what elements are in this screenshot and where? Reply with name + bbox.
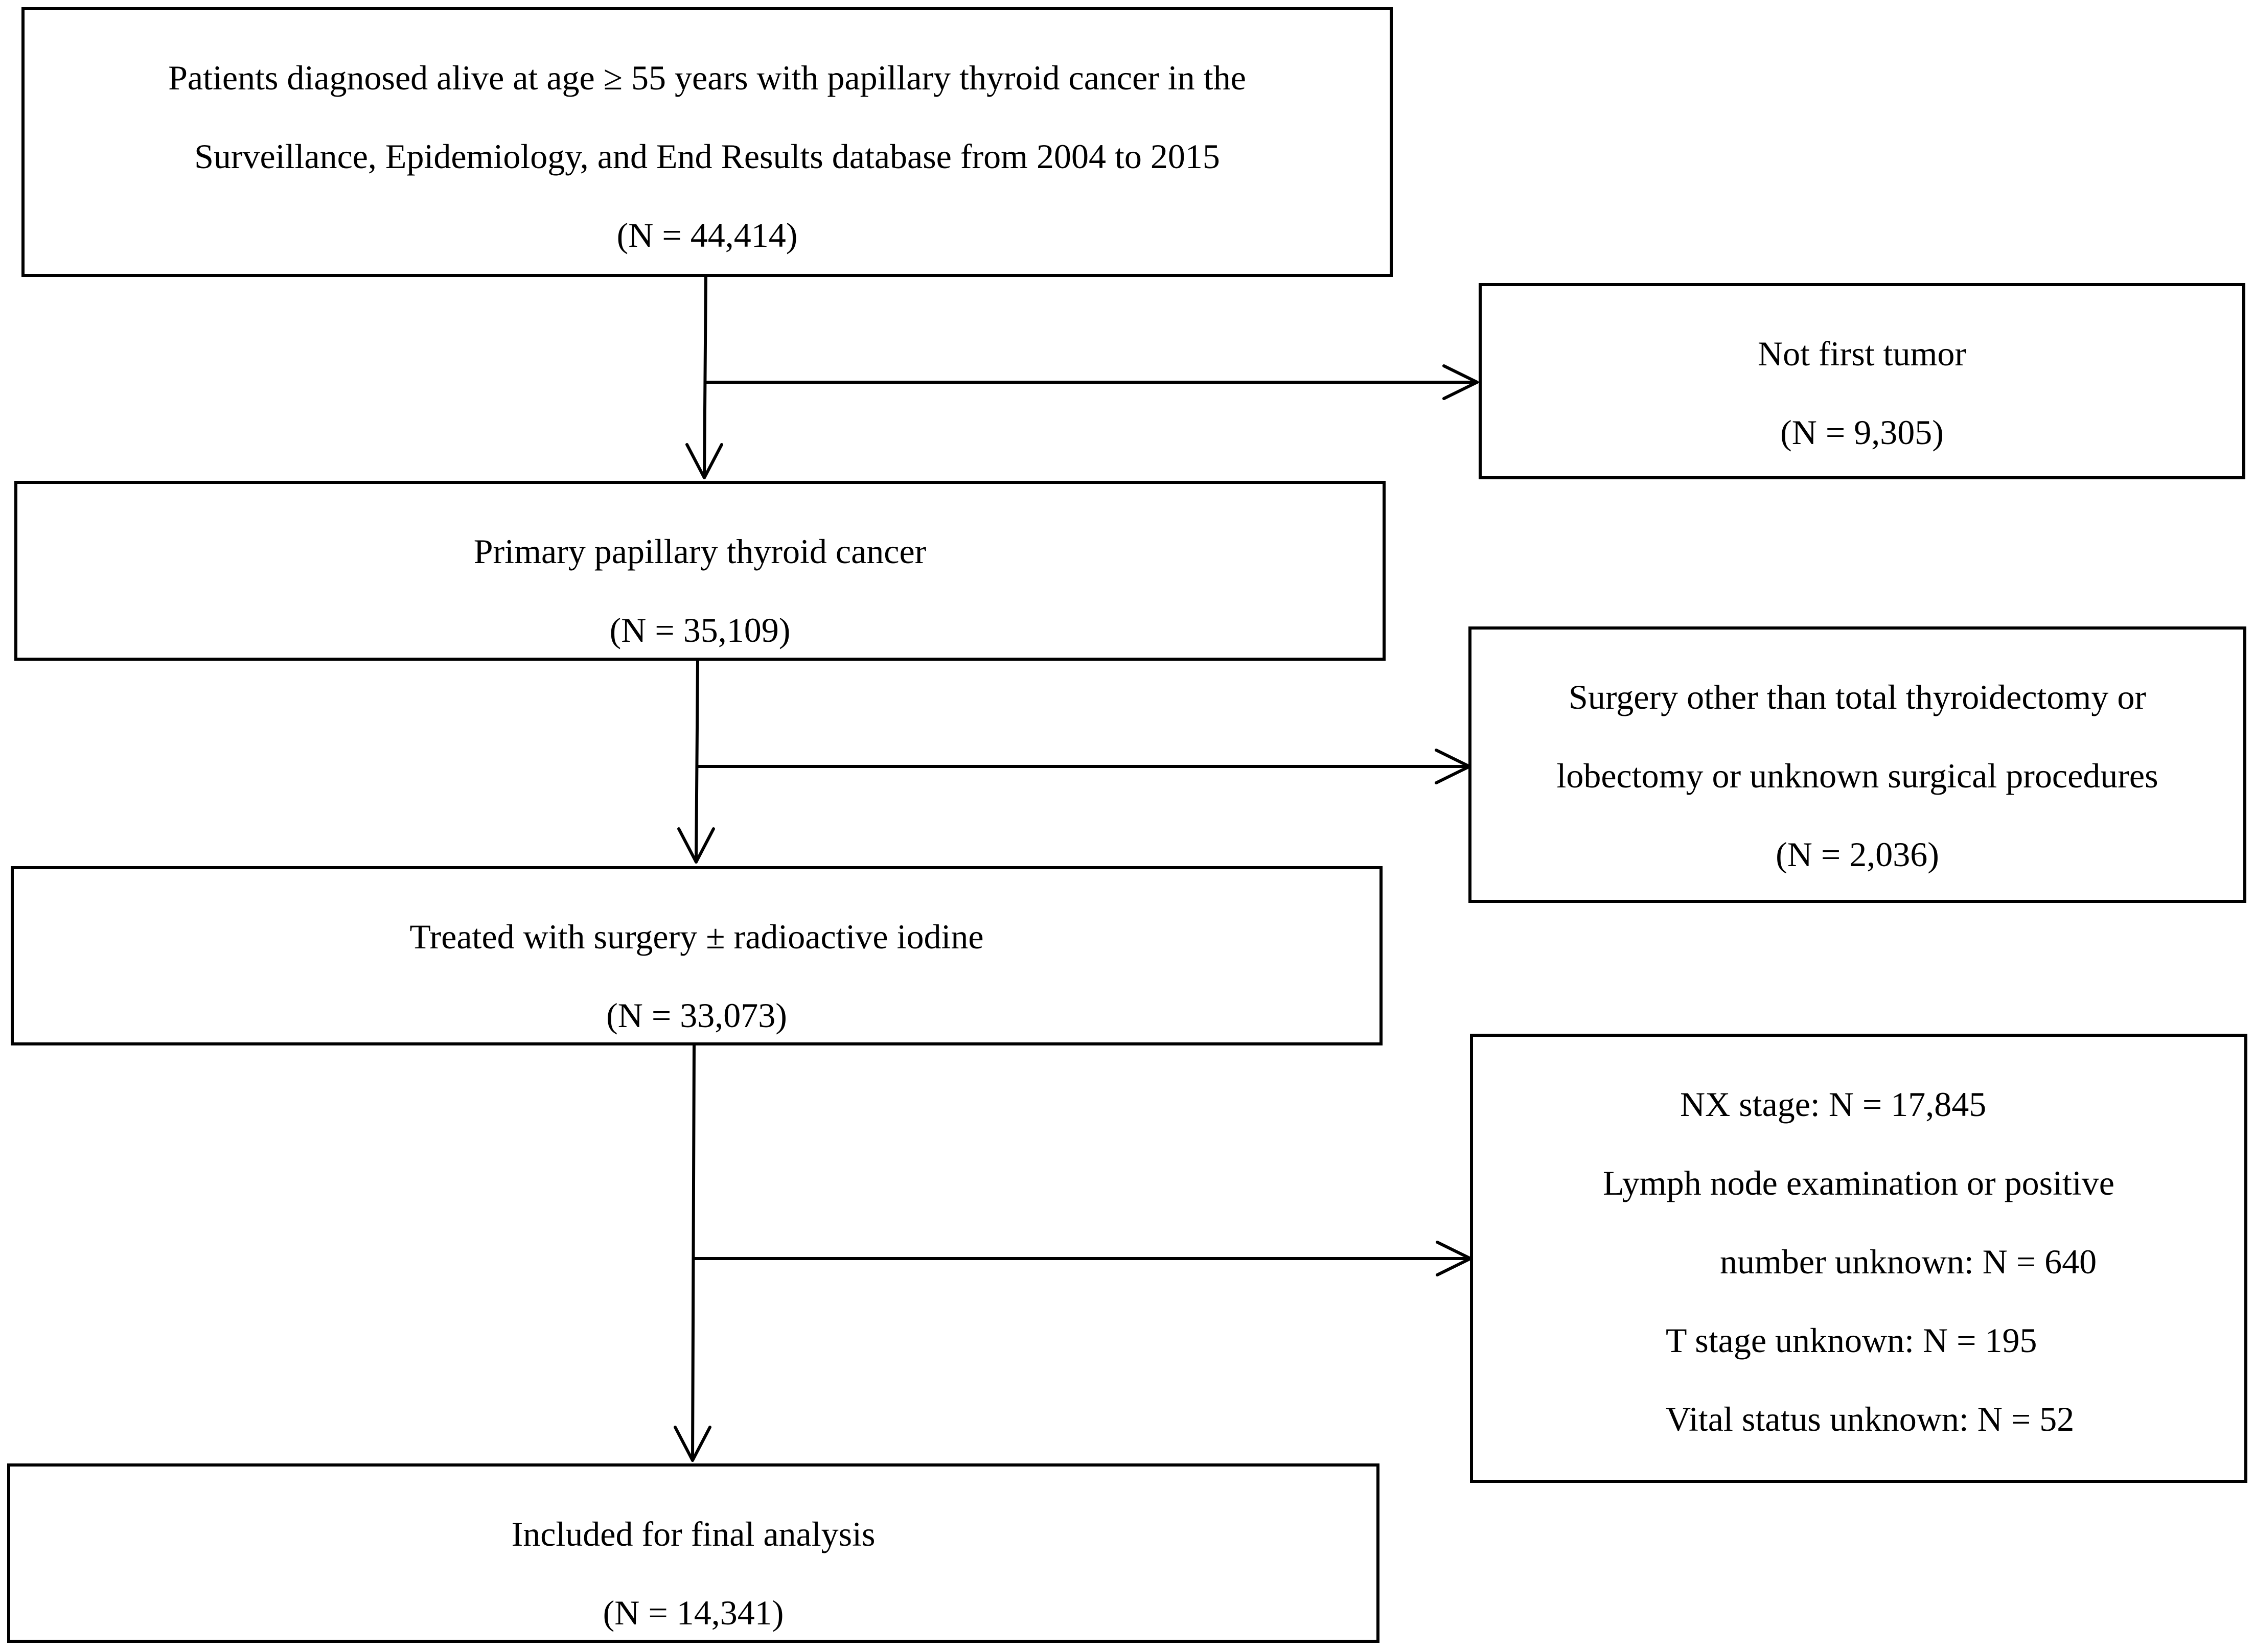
flow-line-treated-to-final (691, 1044, 696, 1462)
surgery-count: (N = 2,036) (1776, 835, 1939, 874)
not-first-label: Not first tumor (1758, 334, 1966, 373)
primary-count: (N = 35,109) (609, 611, 791, 649)
flow-line-primary-to-treated (695, 659, 699, 864)
exclusion-box-surgery: Surgery other than total thyroidectomy o… (1468, 626, 2246, 903)
arrowhead-primary (685, 443, 723, 479)
final-label: Included for final analysis (511, 1515, 876, 1553)
start-line-1: Patients diagnosed alive at age ≥ 55 yea… (168, 58, 1246, 97)
flow-line-start-to-primary (703, 274, 707, 479)
final-box: Included for final analysis (N = 14,341) (7, 1463, 1379, 1643)
surgery-line-2: lobectomy or unknown surgical procedures (1556, 756, 2158, 795)
surgery-line-1: Surgery other than total thyroidectomy o… (1569, 678, 2146, 716)
primary-box: Primary papillary thyroid cancer (N = 35… (14, 481, 1386, 661)
lymph-node-text-line-1: Lymph node examination or positive (1603, 1164, 2114, 1202)
start-box: Patients diagnosed alive at age ≥ 55 yea… (21, 7, 1393, 277)
treated-count: (N = 33,073) (606, 996, 787, 1035)
arrowhead-final (674, 1426, 711, 1462)
start-line-2: Surveillance, Epidemiology, and End Resu… (194, 137, 1220, 176)
arrowhead-not-first (1442, 364, 1479, 400)
exclusion-box-unknown: NX stage: N = 17,845 Lymph node examinat… (1470, 1034, 2247, 1483)
exclusion-box-not-first-tumor: Not first tumor (N = 9,305) (1479, 283, 2245, 479)
treated-label: Treated with surgery ± radioactive iodin… (409, 917, 984, 956)
treated-box: Treated with surgery ± radioactive iodin… (11, 866, 1383, 1045)
vital-status-text: Vital status unknown: N = 52 (1666, 1400, 2075, 1438)
t-stage-text: T stage unknown: N = 195 (1666, 1321, 2037, 1360)
lymph-node-text-line-2: number unknown: N = 640 (1720, 1242, 2097, 1281)
final-count: (N = 14,341) (603, 1593, 784, 1632)
not-first-count: (N = 9,305) (1780, 413, 1944, 452)
arrowhead-treated (677, 827, 715, 864)
start-count: (N = 44,414) (616, 216, 798, 254)
nx-stage-text: NX stage: N = 17,845 (1680, 1085, 1987, 1124)
primary-label: Primary papillary thyroid cancer (473, 532, 927, 571)
